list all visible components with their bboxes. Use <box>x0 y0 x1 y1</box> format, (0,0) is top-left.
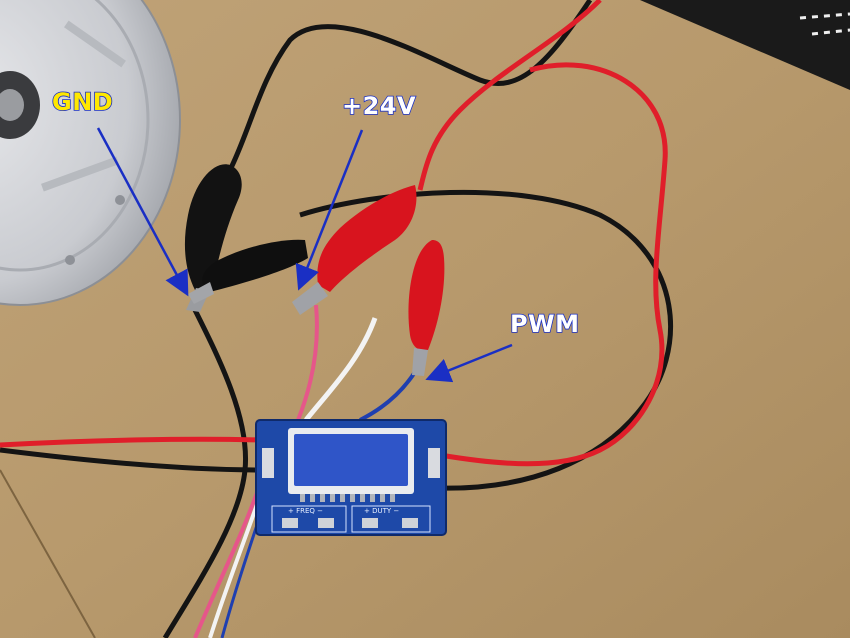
freq-minus-button <box>318 518 334 528</box>
cardboard-crease <box>0 469 96 638</box>
black-wire-loop <box>299 189 674 491</box>
left-terminal <box>262 448 274 478</box>
gnd-arrow <box>96 127 189 297</box>
motor <box>0 0 181 306</box>
black-wire-down <box>162 308 249 638</box>
red-wire-left <box>0 436 263 448</box>
pink-wire <box>296 304 319 421</box>
red-wire-top <box>417 0 602 191</box>
freq-silkscreen: + FREQ − <box>288 507 324 515</box>
blue-wire <box>359 370 417 422</box>
black-clip-lower <box>188 239 308 304</box>
lcd-screen <box>294 434 408 486</box>
red-clip-pwm <box>408 240 445 376</box>
dark-corner <box>640 0 850 90</box>
v24-arrow <box>295 129 364 291</box>
freq-plus-button <box>282 518 298 528</box>
duty-box <box>351 505 431 533</box>
pwm-module <box>255 419 447 536</box>
gnd-label: GND <box>51 88 114 116</box>
lcd-pins <box>300 494 395 502</box>
pink-wire-down <box>193 489 260 638</box>
right-terminal <box>428 448 440 478</box>
v24-label: +24V <box>341 92 417 120</box>
freq-box <box>271 505 347 533</box>
pwm-label: PWM <box>509 310 580 338</box>
pwm-arrow <box>425 343 513 383</box>
black-wire-left <box>0 447 261 473</box>
corner-dashes <box>799 12 850 36</box>
white-wire <box>304 317 378 422</box>
red-wire-loop <box>439 62 668 467</box>
duty-plus-button <box>362 518 378 528</box>
duty-silkscreen: + DUTY − <box>364 507 400 515</box>
duty-minus-button <box>402 518 418 528</box>
